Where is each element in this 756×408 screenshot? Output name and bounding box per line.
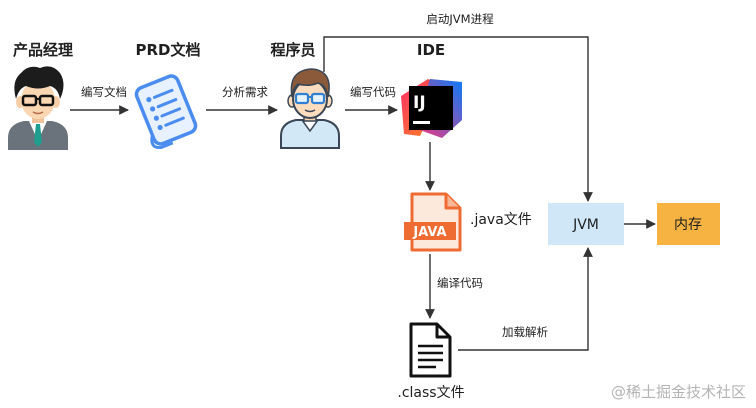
ij-underline — [413, 121, 430, 124]
java-file-icon: JAVA — [404, 192, 462, 252]
class-file-fold — [435, 324, 450, 339]
edge-start-jvm — [323, 36, 593, 202]
programmer-hair — [290, 68, 330, 98]
document-bullet-1 — [146, 97, 152, 103]
memory-box — [657, 203, 720, 245]
edge-label-load-parse: 加载解析 — [502, 325, 548, 339]
programmer-avatar — [280, 68, 340, 149]
jvm-label: JVM — [572, 217, 599, 233]
class-file-label: .class文件 — [397, 385, 464, 401]
document-icon — [134, 74, 198, 150]
java-badge-text: JAVA — [412, 225, 446, 240]
memory-label: 内存 — [674, 217, 702, 233]
java-file-band — [404, 222, 456, 240]
prd-document-label: PRD文档 — [136, 41, 201, 59]
java-file-label: .java文件 — [470, 212, 532, 228]
document-curl — [150, 134, 174, 150]
document-line-1 — [152, 88, 174, 99]
pm-mouth — [32, 111, 44, 115]
programmer-label: 程序员 — [270, 41, 315, 59]
product-manager-avatar — [8, 66, 68, 150]
document-sheet — [134, 74, 198, 146]
pm-glasses-left — [21, 94, 38, 107]
document-bullet-4 — [157, 124, 163, 131]
edge-label-write-code: 编写代码 — [350, 85, 396, 99]
product-manager-label: 产品经理 — [13, 41, 73, 59]
edge-label-start-jvm: 启动JVM进程 — [426, 12, 494, 26]
edge-label-compile-code: 编译代码 — [437, 276, 483, 290]
programmer-glasses-right — [310, 92, 326, 105]
programmer-glasses-left — [294, 92, 310, 105]
edge-label-analyze-requirements: 分析需求 — [222, 85, 268, 99]
programmer-shirt — [280, 119, 340, 149]
document-line-2 — [156, 98, 178, 109]
java-file-fold — [444, 194, 460, 210]
pm-glasses-right — [38, 94, 55, 107]
ij-logo-text: IJ — [413, 93, 426, 113]
watermark: @稀土掘金技术社区 — [611, 383, 746, 401]
edge-load-parse — [458, 247, 593, 351]
document-line-3 — [160, 107, 182, 118]
jvm-box — [548, 203, 624, 245]
document-bullet-2 — [150, 106, 156, 112]
ide-label: IDE — [417, 41, 445, 59]
document-bullet-3 — [153, 115, 159, 121]
document-line-4 — [164, 116, 185, 127]
class-file-icon — [409, 322, 452, 378]
pm-hair — [14, 66, 64, 99]
programmer-mouth — [304, 109, 316, 113]
edge-label-write-doc: 编写文档 — [81, 85, 127, 99]
intellij-idea-icon: IJ — [401, 79, 462, 138]
pm-tie — [34, 124, 42, 147]
